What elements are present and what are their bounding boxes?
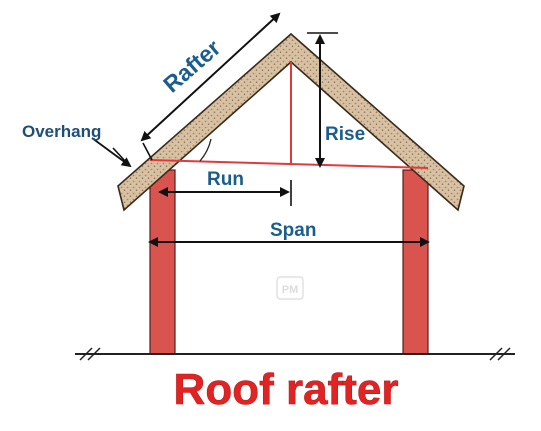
watermark-logo: PM [276,276,304,300]
roof-rafters [117,32,465,212]
pitch-angle-arc [199,138,212,162]
rafter-dimension-arrow [140,12,281,142]
overhang-tick-inner [142,142,153,161]
span-label: Span [270,220,316,241]
ground-hatch-right-2 [497,347,511,361]
ground-hatch-left-2 [87,347,101,361]
ceiling-joist-line [149,159,429,169]
run-label: Run [207,169,244,190]
diagram-title: Roof rafter [174,365,399,414]
ground-hatch-left-1 [79,347,93,361]
rafter-label: Rafter [158,34,225,97]
left-wall [149,169,176,355]
ground-hatch-right-1 [489,347,503,361]
overhang-leader-arrow [91,137,132,168]
right-wall [402,169,429,355]
overhang-label: Overhang [22,122,101,141]
watermark-text: PM [282,284,299,296]
rise-label: Rise [325,124,365,145]
